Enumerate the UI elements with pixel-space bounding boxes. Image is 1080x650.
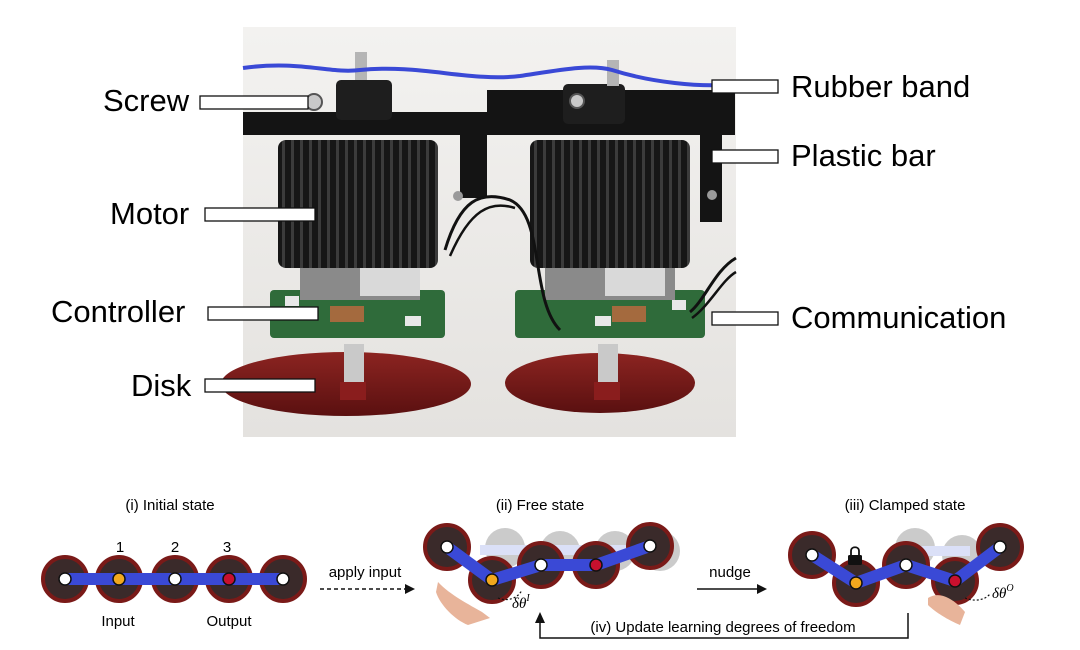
joint-number-2: 2 [171,539,179,556]
update-label: (iv) Update learning degrees of freedom [590,619,855,636]
callout-disk-label: Disk [131,368,192,403]
joint-number-3: 3 [223,539,231,556]
callouts-left: Screw Motor Controller Disk [51,83,319,403]
transition-apply-input: apply input [320,564,415,594]
update-feedback-arrow: (iv) Update learning degrees of freedom [535,612,909,639]
joint-number-1: 1 [116,539,124,556]
update-arrowhead [535,612,545,623]
rubber-band [242,63,737,88]
top-hub-left [336,80,392,120]
panel-free-state: (ii) Free state δθI [423,497,680,625]
panel-clamped-state: (iii) Clamped state δθO [788,497,1024,625]
callout-motor-leader [204,207,316,222]
apply-input-arrowhead [405,584,415,594]
nudge-label: nudge [709,564,751,581]
robot-chain-initial [41,555,307,603]
callouts-right: Rubber band Plastic bar Communication [711,69,1006,335]
input-label: Input [101,613,135,630]
shaft-left [344,344,364,394]
communication-cable-middle [443,195,562,332]
robot-chain-clamped [788,523,1024,607]
callout-communication-label: Communication [791,300,1006,335]
callout-rubber-band-leader [711,79,779,94]
transition-nudge: nudge [697,564,767,594]
input-joint-dot [112,572,126,586]
callout-plastic-bar-label: Plastic bar [791,138,936,173]
output-joint-dot [222,572,236,586]
nudge-arrowhead [757,584,767,594]
callout-controller-label: Controller [51,294,185,329]
controller-board-right [515,290,705,338]
panel-free-title: (ii) Free state [496,497,584,514]
heatsink-left [278,140,438,268]
screw-post-right [607,60,619,86]
delta-theta-output: δθO [992,583,1014,602]
panel-clamped-title: (iii) Clamped state [845,497,966,514]
callout-plastic-bar-leader [711,149,779,164]
callout-screw-leader [199,95,309,110]
screw-post-left [355,52,367,80]
heatsink-right [530,140,690,268]
hub-right [594,382,620,400]
callout-disk-leader [204,378,316,393]
delta-theta-input: δθI [512,593,530,612]
callout-screw-label: Screw [103,83,190,118]
panel-initial-title: (i) Initial state [125,497,214,514]
callout-communication-leader [711,311,779,326]
callout-motor-label: Motor [110,196,189,231]
hand-free [436,582,490,625]
output-label: Output [206,613,252,630]
callout-controller-leader [207,306,319,321]
robot-photo [221,27,737,437]
communication-cable-right [689,256,737,314]
panel-initial-state: (i) Initial state 1 2 3 Input Output [41,497,307,630]
hand-clamped [928,595,965,625]
apply-input-label: apply input [329,564,402,581]
robot-chain-free [423,522,674,604]
shaft-right [598,344,618,394]
callout-rubber-band-label: Rubber band [791,69,970,104]
hub-left [340,382,366,400]
lock-icon [848,546,862,565]
